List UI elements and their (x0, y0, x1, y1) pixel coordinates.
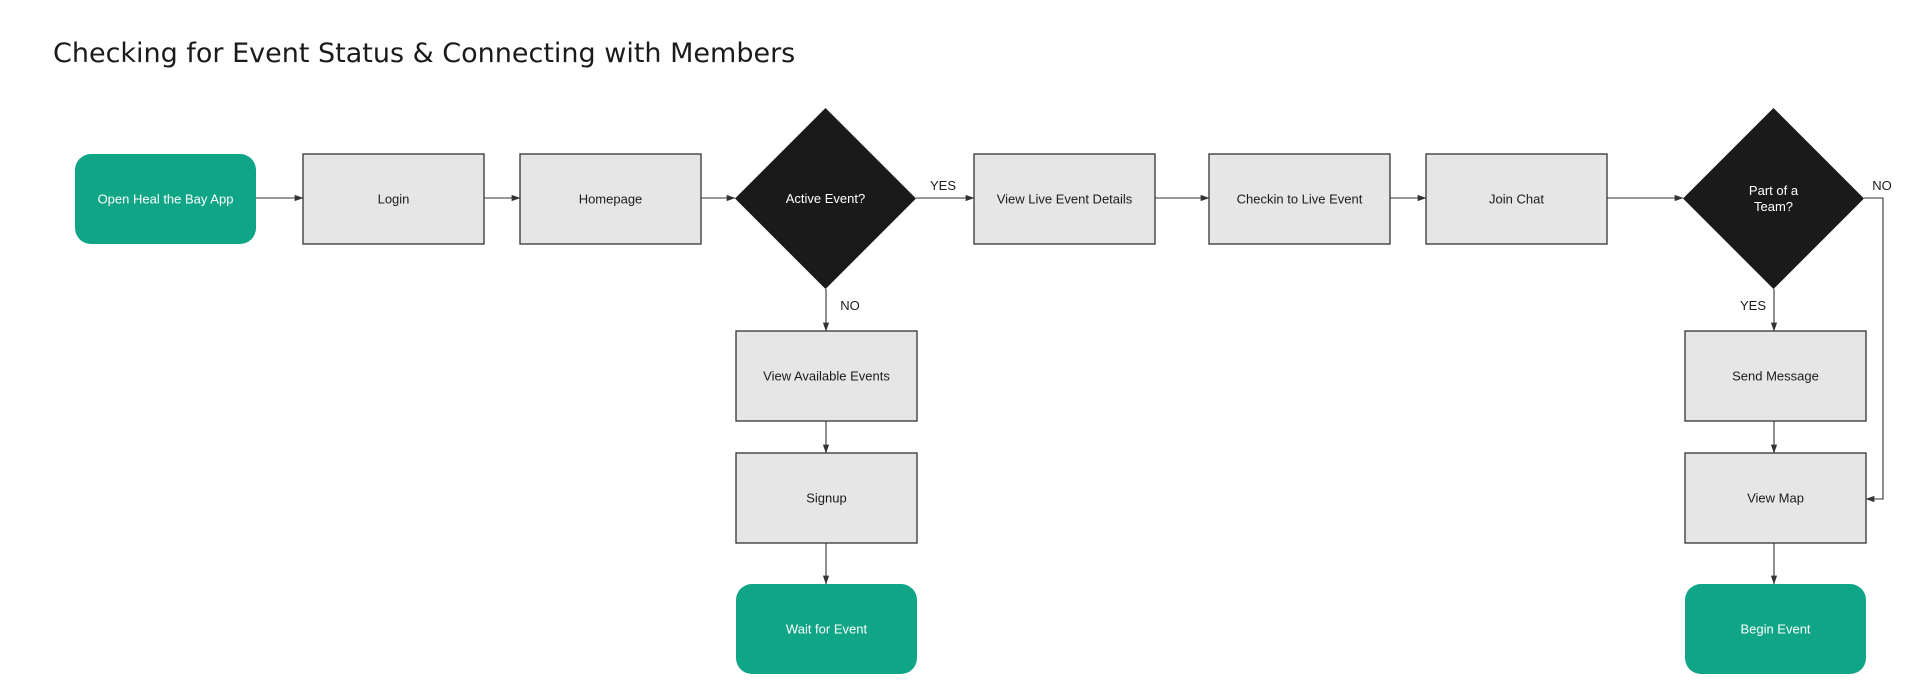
node-label: Begin Event (1740, 622, 1810, 637)
node-signup: Signup (735, 452, 918, 544)
node-label: Open Heal the Bay App (98, 192, 234, 207)
decision-diamond (735, 108, 916, 289)
node-viewavail: View Available Events (735, 330, 918, 422)
node-active: Active Event? (735, 108, 916, 289)
edge-label-team-to-sendmsg: YES (1740, 298, 1766, 313)
process-box (302, 153, 485, 245)
node-viewlive: View Live Event Details (973, 153, 1156, 245)
process-box (1684, 330, 1867, 422)
node-joinchat: Join Chat (1425, 153, 1608, 245)
terminal-shape (736, 584, 917, 674)
node-label: Homepage (579, 192, 643, 207)
node-label: Signup (806, 491, 846, 506)
node-label: Wait for Event (786, 622, 868, 637)
node-label: View Map (1747, 491, 1804, 506)
edges-layer: YES NO YES NO (256, 178, 1892, 585)
process-box (735, 452, 918, 544)
terminal-shape (1685, 584, 1866, 674)
decision-diamond (1683, 108, 1864, 289)
node-label: View Available Events (763, 369, 890, 384)
terminal-shape (75, 154, 256, 244)
diagram-title: Checking for Event Status & Connecting w… (53, 38, 796, 69)
node-begin: Begin Event (1685, 584, 1866, 674)
process-box (519, 153, 702, 245)
node-homepage: Homepage (519, 153, 702, 245)
edge-team-to-viewmap (1864, 197, 1884, 503)
process-box (973, 153, 1156, 245)
process-box (1208, 153, 1391, 245)
process-box (1684, 452, 1867, 544)
node-label: Join Chat (1489, 192, 1544, 207)
node-sendmsg: Send Message (1684, 330, 1867, 422)
node-label: Login (378, 192, 410, 207)
node-label: Team? (1754, 199, 1793, 214)
node-label: Active Event? (786, 191, 866, 206)
node-label: Send Message (1732, 369, 1819, 384)
nodes-layer: Open Heal the Bay App Login Homepage Active… (75, 108, 1867, 674)
edge-label-active-to-viewavail: NO (840, 298, 860, 313)
process-box (735, 330, 918, 422)
node-checkin: Checkin to Live Event (1208, 153, 1391, 245)
node-viewmap: View Map (1684, 452, 1867, 544)
node-label: Checkin to Live Event (1237, 192, 1363, 207)
node-wait: Wait for Event (736, 584, 917, 674)
edge-label-team-to-viewmap: NO (1872, 178, 1892, 193)
node-label: Part of a (1749, 183, 1799, 198)
process-box (1425, 153, 1608, 245)
node-open: Open Heal the Bay App (75, 154, 256, 244)
edge-label-active-to-viewlive: YES (930, 178, 956, 193)
node-login: Login (302, 153, 485, 245)
node-label: View Live Event Details (997, 192, 1133, 207)
